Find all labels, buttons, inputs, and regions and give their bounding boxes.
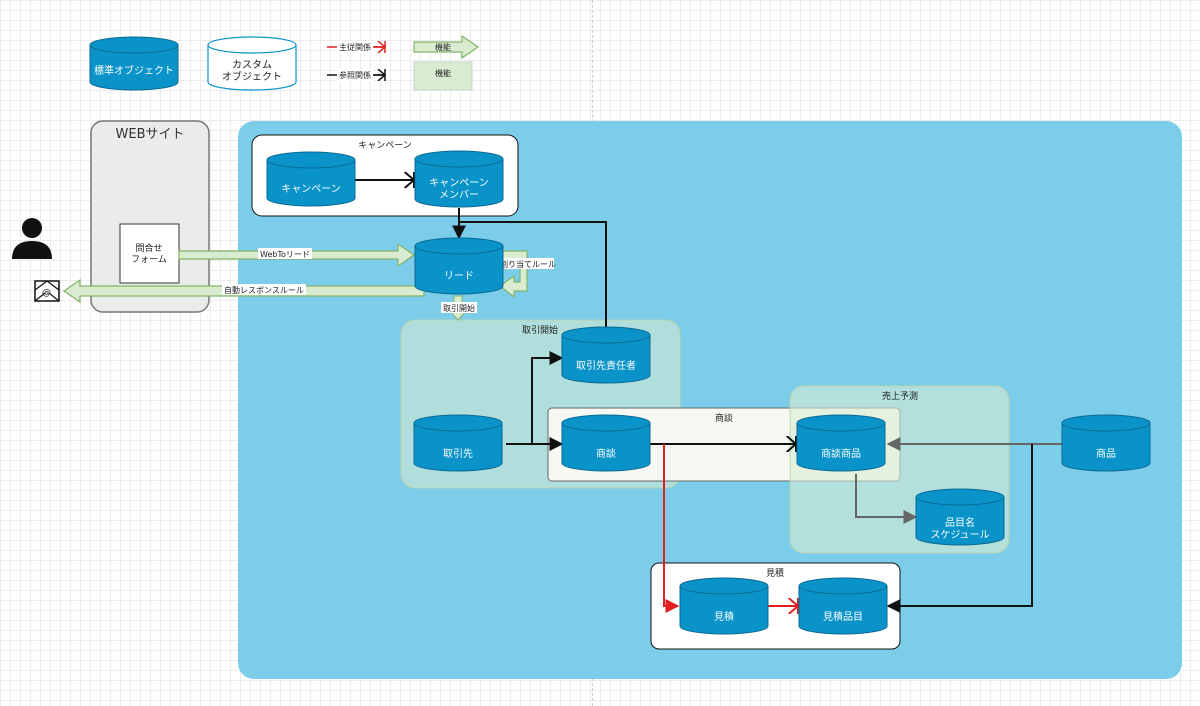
opportunity-object-label: 商談 xyxy=(596,447,616,460)
quote-object-label: 見積 xyxy=(714,610,734,623)
inquiry-form[interactable] xyxy=(119,223,180,284)
quote-line-item-label: 見積品目 xyxy=(823,610,863,623)
campaign-group-title: キャンペーン xyxy=(358,141,412,151)
product-schedule-object[interactable]: 品目名 スケジュール xyxy=(915,488,1005,546)
convert-arrow: 取引開始 xyxy=(441,295,477,321)
account-object[interactable]: 取引先 xyxy=(413,414,503,472)
legend: 標準オブジェクト カスタム オブジェクト 主従関係 参照関係 機能 機能 xyxy=(89,34,480,91)
product-to-quote-line-item-line xyxy=(886,444,1033,613)
legend-master-detail: 主従関係 xyxy=(327,41,385,53)
legend-standard-object: 標準オブジェクト xyxy=(89,36,179,91)
quote-group-title: 見積 xyxy=(766,567,784,579)
legend-master-detail-label: 主従関係 xyxy=(339,42,371,52)
legend-feature-box-label: 機能 xyxy=(435,68,451,78)
lead-object[interactable]: リード xyxy=(414,237,504,295)
lead-object-label: リード xyxy=(444,271,474,282)
legend-feature-arrow-label: 機能 xyxy=(435,42,451,52)
web-to-lead-arrow: WebToリード xyxy=(178,242,416,268)
legend-lookup-label: 参照関係 xyxy=(339,70,371,80)
svg-text:@: @ xyxy=(42,288,51,298)
convert-label: 取引開始 xyxy=(443,303,475,313)
account-object-label: 取引先 xyxy=(443,448,473,460)
opportunity-product-label: 商談商品 xyxy=(821,447,861,460)
conversion-group-title: 取引開始 xyxy=(522,324,558,336)
product-schedule-label-2: スケジュール xyxy=(930,529,989,541)
contact-object[interactable]: 取引先責任者 xyxy=(561,326,651,384)
auto-response-arrow: 自動レスポンスルール xyxy=(62,278,425,304)
legend-custom-object-label-2: オブジェクト xyxy=(222,70,282,83)
opportunity-product-object[interactable]: 商談商品 xyxy=(796,414,886,472)
quote-object[interactable]: 見積 xyxy=(679,577,769,635)
account-to-contact-line xyxy=(531,351,564,444)
user-icon xyxy=(12,218,52,259)
product-schedule-label-1: 品目名 xyxy=(945,516,975,529)
assignment-rule-loop: 割り当てルール xyxy=(498,250,556,299)
campaign-member-object[interactable]: キャンペーン メンバー xyxy=(414,150,504,208)
opportunity-group-title: 商談 xyxy=(715,412,733,424)
legend-standard-object-label: 標準オブジェクト xyxy=(94,64,174,77)
auto-response-label: 自動レスポンスルール xyxy=(224,285,304,295)
forecast-group-title: 売上予測 xyxy=(882,390,918,402)
assignment-rule-label: 割り当てルール xyxy=(500,259,556,269)
legend-lookup: 参照関係 xyxy=(327,69,385,81)
opportunity-object[interactable]: 商談 xyxy=(561,414,651,472)
email-icon: @ xyxy=(34,280,60,302)
website-container: WEBサイト 問合せ フォーム xyxy=(90,120,210,313)
opportunity-to-quote-line xyxy=(663,444,680,613)
inquiry-form-label-1: 問合せ xyxy=(135,242,162,254)
legend-feature-arrow: 機能 xyxy=(413,34,480,60)
campaign-member-label-1: キャンペーン xyxy=(429,178,489,189)
legend-feature-box: 機能 xyxy=(413,61,473,91)
product-object[interactable]: 商品 xyxy=(1061,414,1151,472)
campaign-object-label: キャンペーン xyxy=(281,184,341,195)
quote-line-item-object[interactable]: 見積品目 xyxy=(798,577,888,635)
opportunity-product-to-schedule-line xyxy=(855,474,918,524)
campaign-member-label-2: メンバー xyxy=(439,189,479,201)
legend-custom-object-label-1: カスタム xyxy=(232,59,272,71)
web-to-lead-label: WebToリード xyxy=(260,250,310,259)
legend-custom-object: カスタム オブジェクト xyxy=(207,36,297,91)
inquiry-form-label-2: フォーム xyxy=(131,254,167,265)
campaign-object[interactable]: キャンペーン xyxy=(266,151,356,207)
contact-object-label: 取引先責任者 xyxy=(576,359,636,372)
product-object-label: 商品 xyxy=(1096,447,1116,460)
website-title: WEBサイト xyxy=(116,127,185,142)
campaign-to-contact-line xyxy=(459,221,607,327)
